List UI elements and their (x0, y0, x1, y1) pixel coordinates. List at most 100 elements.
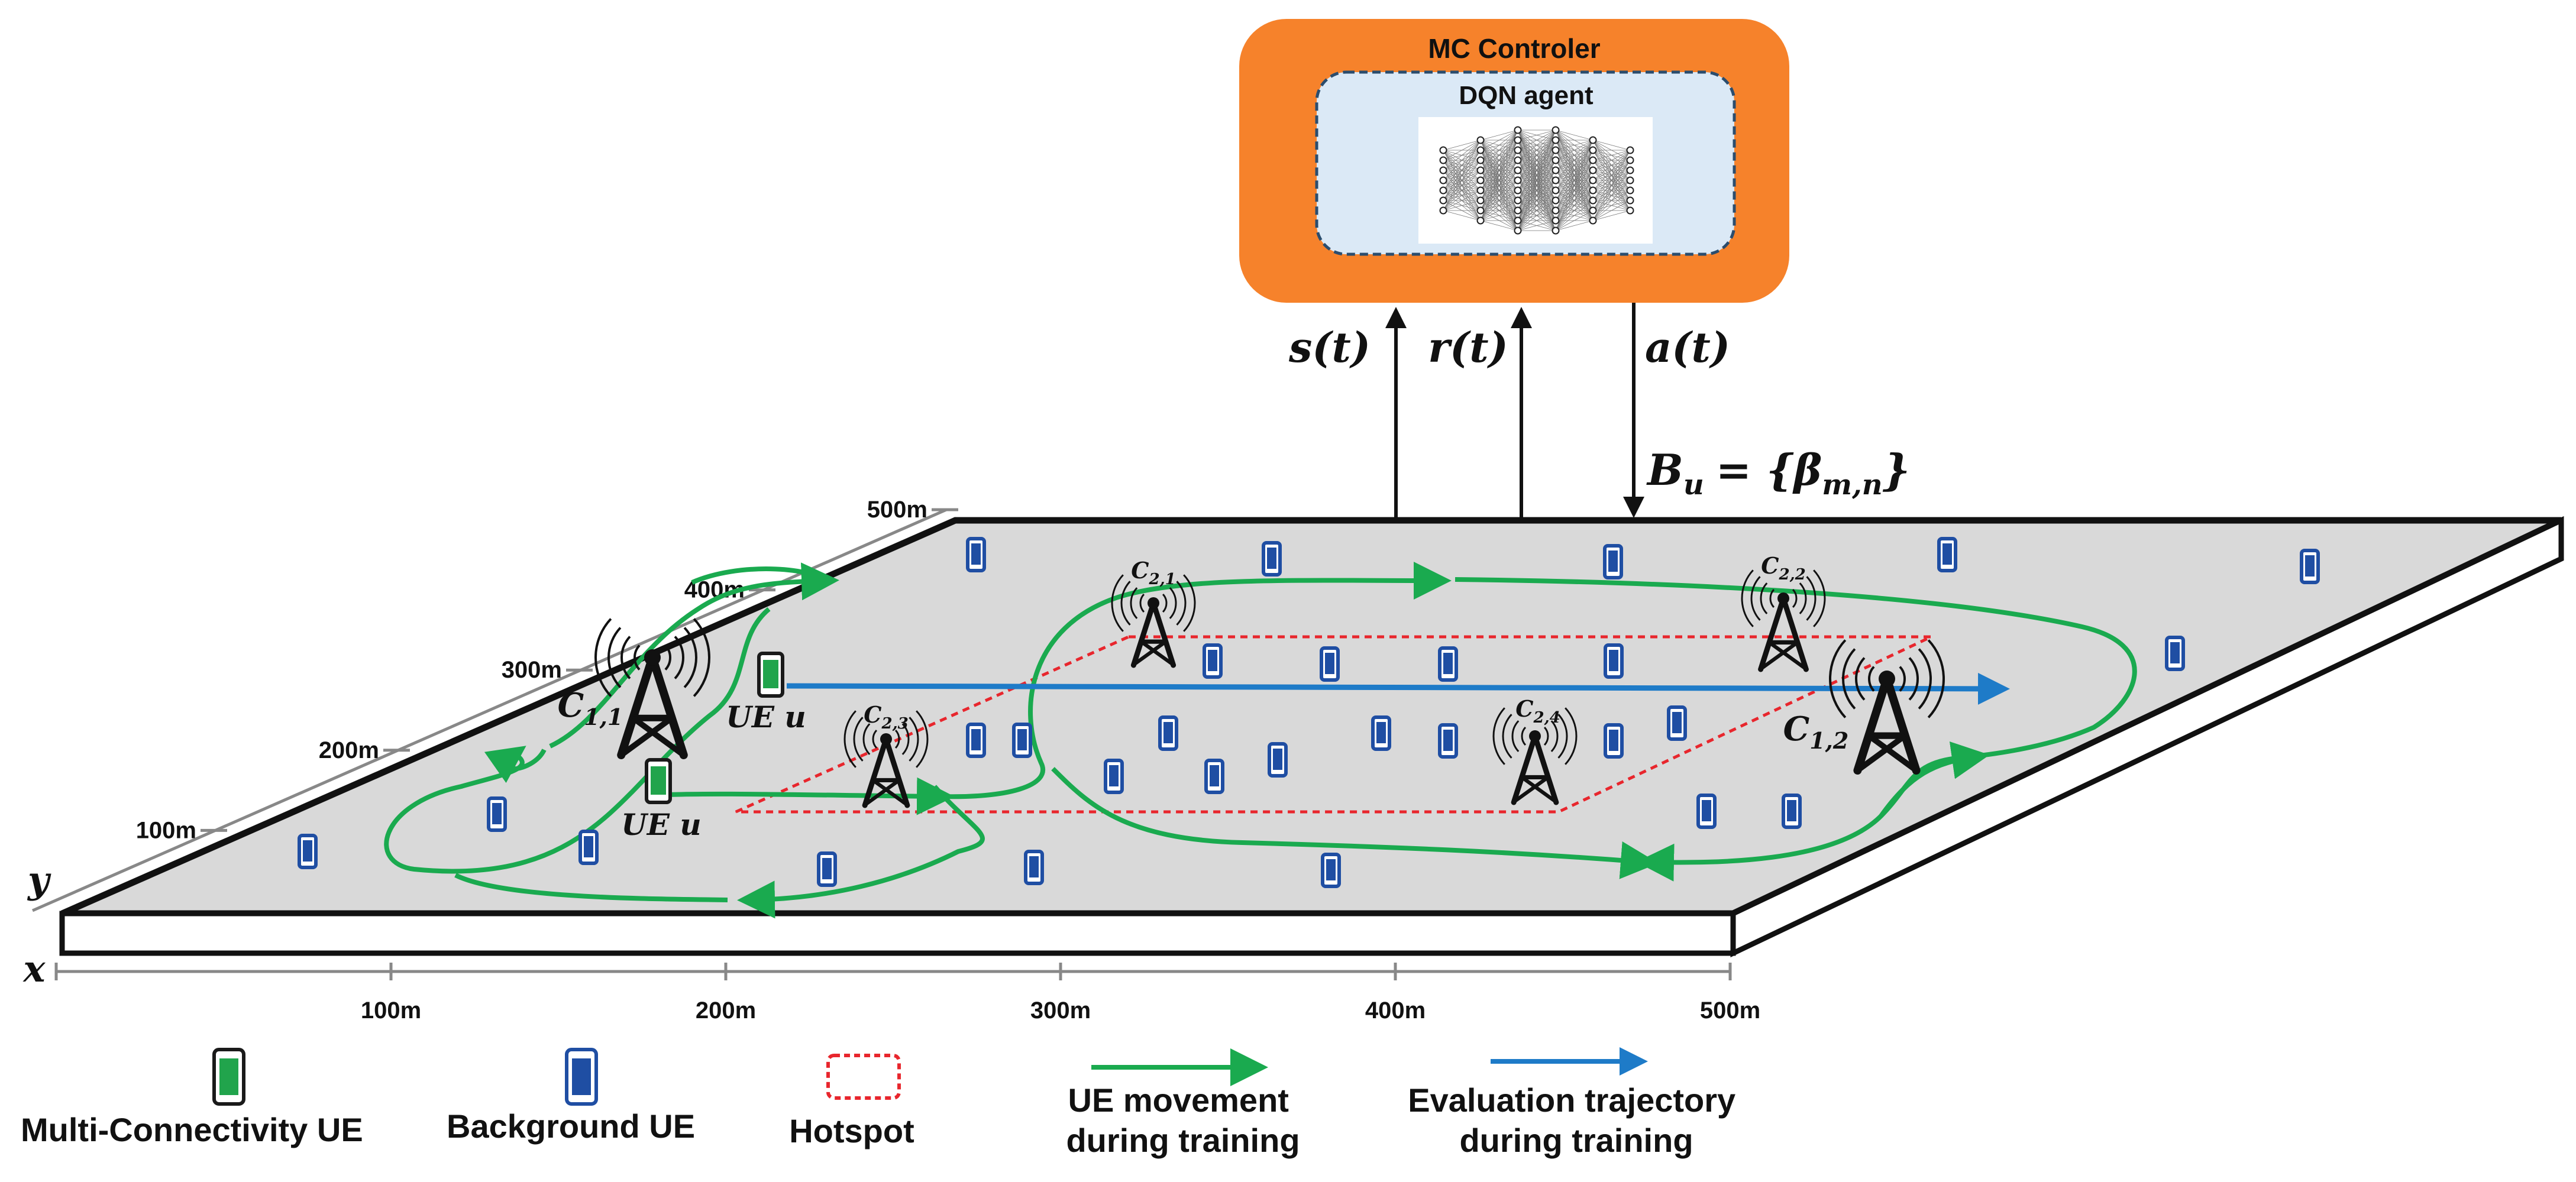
nn-connection (1443, 140, 1481, 211)
nn-connection (1517, 180, 1556, 231)
nn-neuron (1589, 216, 1597, 225)
mc-ue-bottom (645, 758, 672, 804)
nn-connection (1480, 129, 1518, 171)
nn-neuron (1439, 196, 1447, 205)
background-ue (1371, 715, 1391, 751)
nn-connection (1517, 129, 1556, 231)
nn-neuron (1552, 226, 1560, 235)
nn-neuron (1626, 156, 1634, 164)
nn-neuron (1476, 186, 1485, 195)
nn-neuron (1626, 146, 1634, 154)
y-tick-label: 500m (867, 497, 927, 523)
nn-neuron (1589, 146, 1597, 154)
nn-neuron (1589, 206, 1597, 215)
background-ues (298, 537, 2320, 888)
nn-neuron (1439, 146, 1447, 154)
signal-wave-icon (872, 729, 878, 749)
signal-wave-icon (1130, 587, 1138, 619)
background-ue (1696, 794, 1717, 829)
y-axis-line (31, 508, 948, 912)
signal-wave-icon (1521, 726, 1527, 746)
background-ue (966, 537, 986, 572)
nn-connection (1480, 129, 1518, 221)
signal-wave-icon (1908, 657, 1919, 701)
background-ue (1438, 723, 1458, 759)
nn-connection (1555, 140, 1594, 151)
nn-connection (1555, 140, 1594, 201)
legend-mc-ue-icon (212, 1048, 245, 1106)
background-ue (1603, 544, 1623, 579)
base-station-c2-1: C2,1 (1111, 557, 1196, 668)
signal-wave-icon (1139, 593, 1145, 613)
signal-wave-icon (1799, 582, 1807, 614)
nn-neuron (1476, 206, 1485, 215)
nn-connection (1480, 220, 1518, 231)
signal-wave-icon (1841, 648, 1856, 710)
legend-hotspot-label: Hotspot (789, 1112, 914, 1149)
nn-connection (1555, 140, 1594, 171)
signal-wave-icon (1741, 569, 1754, 627)
signal-wave-icon (674, 636, 684, 679)
controller-title: MC Controler (1428, 33, 1600, 64)
cell-label: C2,4 (1515, 695, 1560, 727)
nn-connection (1555, 140, 1594, 211)
nn-connection (1480, 129, 1518, 161)
signal-wave-icon (1927, 639, 1945, 718)
signal-arrows: s(t) r(t) a(t) Bu= {βm,n} (1288, 303, 1910, 522)
nn-connection (1592, 210, 1631, 221)
nn-connection (1592, 150, 1631, 211)
nn-connection (1592, 140, 1631, 151)
signal-wave-icon (1162, 593, 1168, 613)
nn-connection (1480, 129, 1518, 211)
nn-connection (1517, 220, 1556, 231)
base-station-c2-3: C2,3 (843, 701, 929, 808)
nn-connection (1517, 129, 1556, 171)
nn-connection (1443, 180, 1481, 211)
background-ue (298, 834, 318, 869)
nn-connection (1443, 140, 1481, 151)
evaluation-trajectory (786, 672, 2010, 705)
base-station-c1-2: C1,2 (1783, 639, 1945, 775)
action-definition: Bu= {βm,n} (1646, 445, 1910, 501)
nn-neuron (1439, 186, 1447, 195)
nn-connection (1592, 150, 1631, 221)
background-ue (817, 851, 837, 887)
background-ue (1203, 643, 1223, 679)
nn-connection (1443, 170, 1481, 211)
signal-wave-icon (1550, 720, 1559, 752)
legend-bg-ue-icon (565, 1048, 598, 1106)
green-path-right-entry (1879, 741, 1990, 818)
hotspot-area (735, 635, 1932, 814)
nn-neuron (1514, 166, 1522, 174)
background-ue (966, 723, 986, 758)
signal-wave-icon (1502, 714, 1512, 759)
signal-wave-icon (1565, 707, 1578, 765)
green-path-lower-left (454, 873, 728, 902)
signal-wave-icon (1557, 714, 1568, 759)
signal-wave-icon (1855, 657, 1866, 701)
y-tick-label: 100m (136, 817, 196, 843)
nn-neuron (1552, 166, 1560, 174)
nn-connection (1517, 129, 1556, 201)
nn-neuron (1589, 136, 1597, 144)
nn-connection (1555, 140, 1594, 161)
nn-neuron (1626, 176, 1634, 184)
nn-connection (1480, 150, 1518, 221)
background-ue (1667, 705, 1687, 741)
nn-neuron (1626, 186, 1634, 195)
nn-connection (1592, 150, 1631, 171)
background-ue (1604, 643, 1624, 679)
background-ue (1937, 537, 1957, 572)
nn-connection (1443, 160, 1481, 211)
signal-wave-icon (1111, 574, 1124, 632)
signal-wave-icon (664, 645, 671, 671)
nn-connection (1517, 190, 1556, 231)
nn-connection (1555, 220, 1594, 231)
nn-neuron (1626, 196, 1634, 205)
nn-neuron (1514, 196, 1522, 205)
nn-connection (1517, 210, 1556, 231)
signal-wave-icon (916, 710, 929, 768)
nn-neuron (1626, 166, 1634, 174)
